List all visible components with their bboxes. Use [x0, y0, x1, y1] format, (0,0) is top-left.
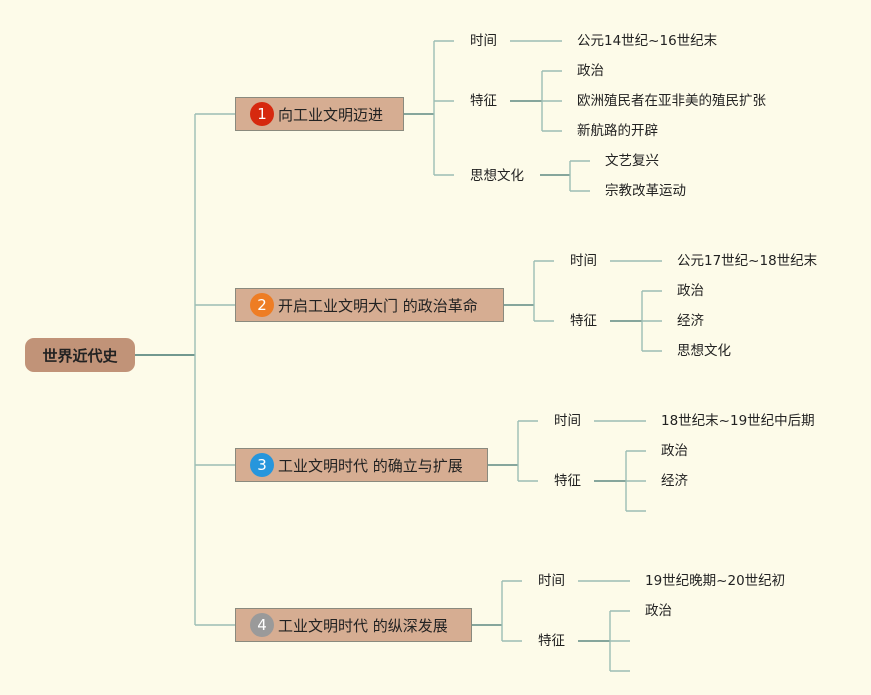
branch-1-feature-item: 政治 — [577, 63, 604, 79]
branch-1-feature-label: 特征 — [470, 93, 497, 109]
branch-node-1[interactable]: 1 向工业文明迈进 — [235, 97, 404, 131]
branch-2-feature-item: 经济 — [677, 313, 704, 329]
branch-3-time-label: 时间 — [554, 413, 581, 429]
branch-1-time-value: 公元14世纪~16世纪末 — [577, 33, 718, 49]
branch-1-feature-item: 欧洲殖民者在亚非美的殖民扩张 — [577, 93, 766, 109]
branch-4-label: 工业文明时代 的纵深发展 — [278, 616, 448, 635]
branch-4-time-label: 时间 — [538, 573, 565, 589]
number-badge-2: 2 — [250, 293, 274, 317]
branch-4-feature-label: 特征 — [538, 633, 565, 649]
number-badge-1: 1 — [250, 102, 274, 126]
number-badge-4: 4 — [250, 613, 274, 637]
branch-4-feature-item: 政治 — [645, 603, 672, 619]
branch-1-label: 向工业文明迈进 — [278, 105, 384, 124]
branch-node-3[interactable]: 3 工业文明时代 的确立与扩展 — [235, 448, 488, 482]
branch-1-time-label: 时间 — [470, 33, 497, 49]
branch-1-culture-item: 文艺复兴 — [605, 153, 659, 169]
branch-4-time-value: 19世纪晚期~20世纪初 — [645, 573, 786, 589]
branch-3-feature-item: 政治 — [661, 443, 688, 459]
branch-1-culture-label: 思想文化 — [470, 168, 524, 184]
branch-3-feature-item: 经济 — [661, 473, 688, 489]
branch-2-feature-item: 思想文化 — [677, 343, 731, 359]
branch-2-time-label: 时间 — [570, 253, 597, 269]
branch-2-time-value: 公元17世纪~18世纪末 — [677, 253, 818, 269]
root-node-world-modern-history[interactable]: 世界近代史 — [25, 338, 135, 372]
branch-1-feature-item: 新航路的开辟 — [577, 123, 658, 139]
branch-2-feature-label: 特征 — [570, 313, 597, 329]
branch-2-feature-item: 政治 — [677, 283, 704, 299]
branch-1-culture-item: 宗教改革运动 — [605, 183, 686, 199]
branch-node-4[interactable]: 4 工业文明时代 的纵深发展 — [235, 608, 472, 642]
number-badge-3: 3 — [250, 453, 274, 477]
root-node-label: 世界近代史 — [42, 346, 118, 365]
branch-3-feature-label: 特征 — [554, 473, 581, 489]
branch-3-label: 工业文明时代 的确立与扩展 — [278, 456, 463, 475]
branch-node-2[interactable]: 2 开启工业文明大门 的政治革命 — [235, 288, 504, 322]
branch-2-label: 开启工业文明大门 的政治革命 — [278, 296, 478, 315]
branch-3-time-value: 18世纪末~19世纪中后期 — [661, 413, 815, 429]
